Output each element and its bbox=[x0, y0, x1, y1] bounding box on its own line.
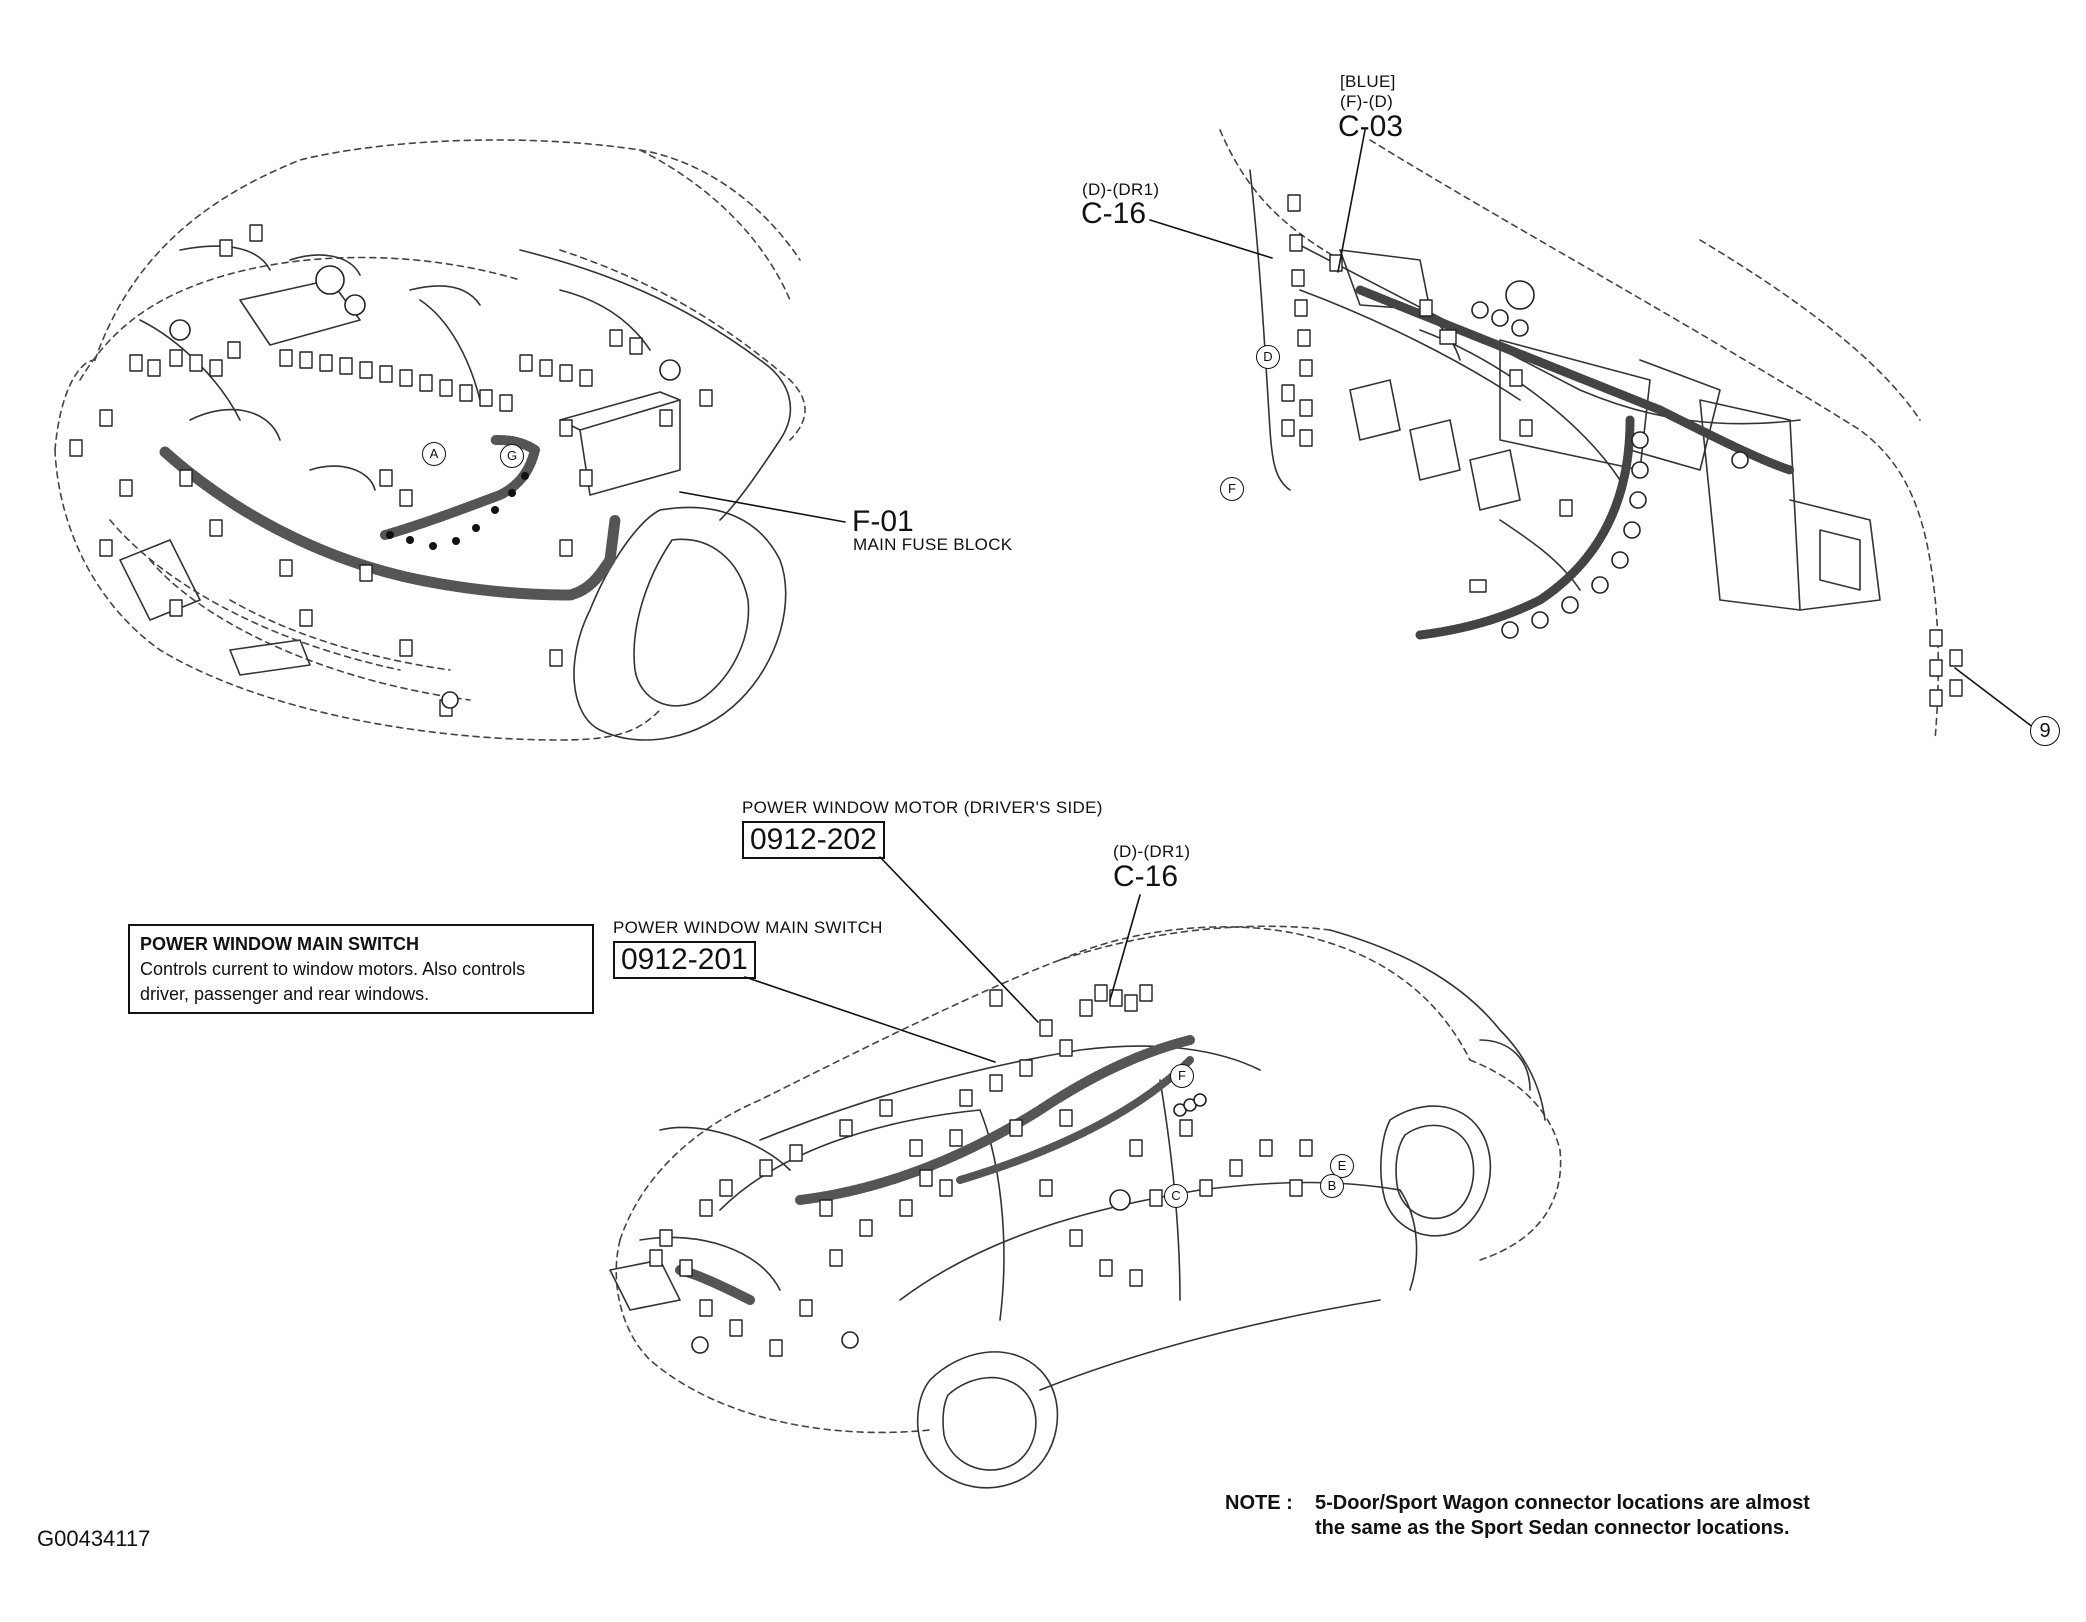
f01-connector-name: MAIN FUSE BLOCK bbox=[853, 535, 1013, 554]
c16-bottom-pins-label: (D)-(DR1) bbox=[1113, 842, 1191, 861]
dashboard-illustration bbox=[1219, 129, 1963, 741]
marker-a: A bbox=[422, 442, 446, 466]
c16-top-connector-code: C-16 bbox=[1081, 197, 1147, 230]
marker-b: B bbox=[1320, 1174, 1344, 1198]
f01-leader-line bbox=[679, 491, 846, 523]
car-body-illustration bbox=[609, 925, 1562, 1489]
marker-d: D bbox=[1256, 345, 1280, 369]
nine-leader-line bbox=[1954, 667, 2035, 729]
callout-line-1: Controls current to window motors. Also … bbox=[140, 959, 526, 979]
c16-bottom-leader-line bbox=[1109, 894, 1141, 1001]
pwm-driver-leader-line bbox=[879, 856, 1039, 1023]
pws-code-box: 0912-201 bbox=[613, 941, 756, 979]
c16-top-pins-label: (D)-(DR1) bbox=[1082, 180, 1160, 199]
c16-top-leader-line bbox=[1149, 219, 1273, 259]
figure-id: G00434117 bbox=[37, 1526, 151, 1551]
marker-f-car: F bbox=[1170, 1064, 1194, 1088]
c03-leader-line bbox=[1337, 129, 1366, 273]
c03-pins-label: (F)-(D) bbox=[1340, 92, 1394, 111]
power-window-switch-callout: POWER WINDOW MAIN SWITCH Controls curren… bbox=[128, 924, 594, 1014]
callout-title: POWER WINDOW MAIN SWITCH bbox=[140, 934, 419, 954]
note-prefix: NOTE : bbox=[1225, 1492, 1293, 1514]
marker-g: G bbox=[500, 444, 524, 468]
note-line-1: 5-Door/Sport Wagon connector locations a… bbox=[1315, 1492, 1810, 1514]
callout-line-2: driver, passenger and rear windows. bbox=[140, 984, 430, 1004]
pws-leader-line bbox=[744, 976, 996, 1063]
pwm-driver-label: POWER WINDOW MOTOR (DRIVER'S SIDE) bbox=[742, 798, 1103, 817]
c03-color-label: [BLUE] bbox=[1340, 72, 1396, 91]
note-line-2: the same as the Sport Sedan connector lo… bbox=[1315, 1517, 1790, 1539]
f01-connector-code: F-01 bbox=[852, 505, 914, 538]
marker-f-dash: F bbox=[1220, 477, 1244, 501]
c03-connector-code: C-03 bbox=[1338, 110, 1404, 143]
pwm-driver-code-box: 0912-202 bbox=[742, 821, 885, 859]
engine-bay-illustration bbox=[54, 139, 806, 741]
c16-bottom-connector-code: C-16 bbox=[1113, 860, 1179, 893]
pws-label: POWER WINDOW MAIN SWITCH bbox=[613, 918, 883, 937]
marker-c: C bbox=[1164, 1184, 1188, 1208]
marker-nine: 9 bbox=[2030, 716, 2060, 746]
